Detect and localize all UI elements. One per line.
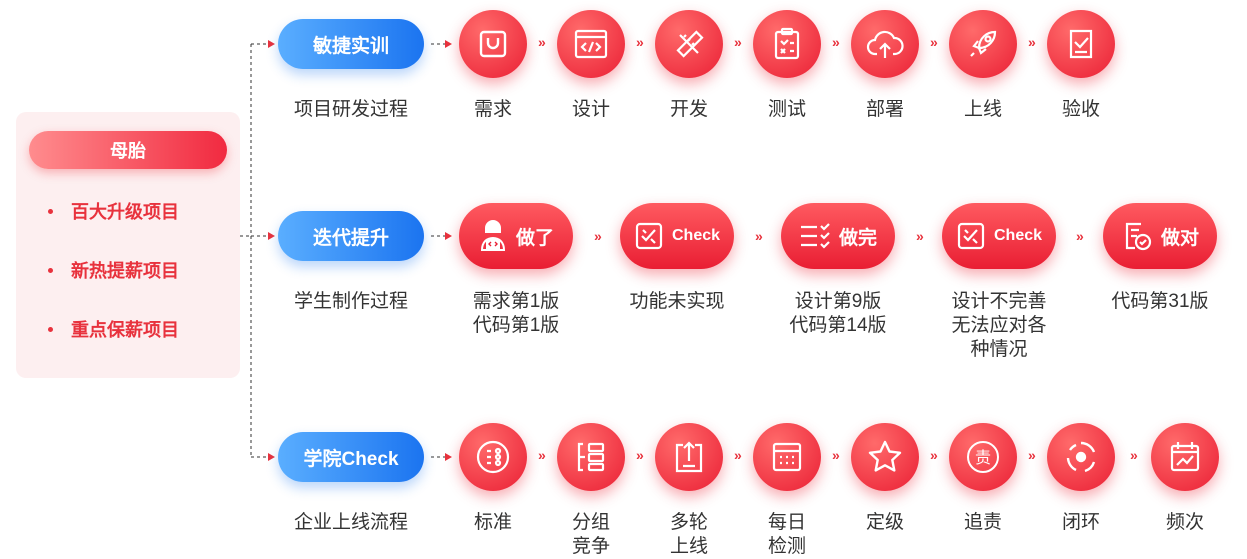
row1-pill: 敏捷实训: [278, 19, 424, 69]
panel-item: 百大升级项目: [48, 198, 179, 224]
step-pill: Check: [942, 203, 1056, 269]
step-label: 需求: [473, 99, 512, 120]
step-label: 闭环: [1061, 512, 1100, 533]
step-label: 多轮上线: [669, 512, 708, 557]
row3-pill: 学院Check: [278, 432, 424, 482]
step-label: 设计不完善无法应对各种情况: [951, 291, 1047, 360]
step-label: 标准: [473, 512, 512, 533]
check-box-icon: [957, 222, 985, 250]
step-label: 功能未实现: [629, 291, 725, 312]
step-pill-text: 做对: [1160, 227, 1199, 249]
step-label: 追责: [963, 512, 1002, 533]
step-label: 部署: [865, 99, 904, 120]
step-label: 代码第31版: [1111, 291, 1209, 312]
row1-caption: 项目研发过程: [293, 99, 408, 120]
code-window-icon: [557, 10, 625, 78]
coder-icon: [480, 220, 505, 251]
star-icon: [851, 423, 919, 491]
step-label: 验收: [1061, 99, 1100, 120]
step-pill-text: 做了: [515, 227, 554, 249]
responsibility-icon: 责: [949, 423, 1017, 491]
panel-item: 新热提薪项目: [48, 257, 179, 283]
checklist-icon: [800, 223, 830, 249]
grouping-icon: [557, 423, 625, 491]
row2-caption: 学生制作过程: [293, 291, 408, 312]
row3-caption: 企业上线流程: [293, 512, 408, 533]
step-label: 上线: [963, 99, 1002, 120]
step-pill-text: 做完: [838, 227, 877, 249]
step-pill: 做完: [781, 203, 895, 269]
step-pill-text: Check: [671, 227, 721, 244]
step-label: 分组竞争: [571, 512, 610, 557]
panel-item: 重点保薪项目: [48, 316, 179, 342]
step-pill: 做对: [1103, 203, 1217, 269]
row2-pill: 迭代提升: [278, 211, 424, 261]
clipboard-check-icon: [753, 10, 821, 78]
upload-box-icon: [655, 423, 723, 491]
accept-box-icon: [1047, 10, 1115, 78]
step-label: 需求第1版代码第1版: [472, 291, 560, 336]
panel-item-label: 百大升级项目: [71, 202, 179, 222]
document-check-icon: [1125, 222, 1152, 251]
calendar-chart-icon: [1151, 423, 1219, 491]
step-pill: Check: [620, 203, 734, 269]
step-label: 设计: [571, 99, 610, 120]
step-label: 设计第9版代码第14版: [789, 291, 887, 336]
standard-icon: [459, 423, 527, 491]
step-pill-text: Check: [993, 227, 1043, 244]
step-label: 开发: [669, 99, 708, 120]
step-pill: 做了: [459, 203, 573, 269]
svg-text:责: 责: [975, 448, 991, 467]
panel-item-label: 新热提薪项目: [71, 261, 179, 281]
bag-icon: [459, 10, 527, 78]
step-label: 定级: [865, 512, 904, 533]
calendar-grid-icon: [753, 423, 821, 491]
cloud-upload-icon: [851, 10, 919, 78]
rocket-icon: [949, 10, 1017, 78]
mother-title: 母胎: [29, 131, 227, 169]
loop-icon: [1047, 423, 1115, 491]
step-label: 频次: [1165, 512, 1204, 533]
panel-item-label: 重点保薪项目: [71, 320, 179, 340]
step-label: 每日检测: [767, 512, 806, 557]
tools-icon: [655, 10, 723, 78]
check-box-icon: [635, 222, 663, 250]
step-label: 测试: [767, 99, 806, 120]
